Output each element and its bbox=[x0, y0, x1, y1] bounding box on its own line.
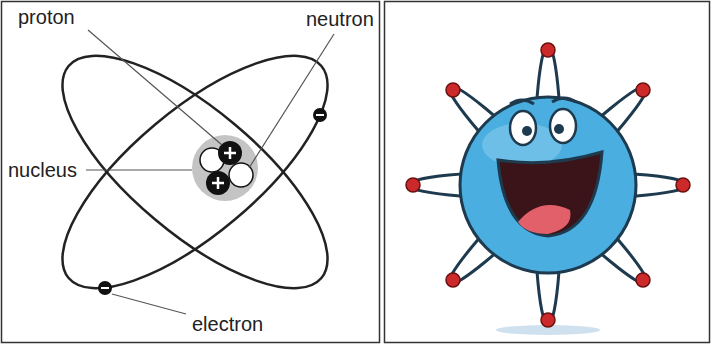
panel-frame bbox=[385, 2, 710, 343]
leader-line bbox=[88, 30, 222, 145]
part-label: neutron bbox=[304, 8, 376, 30]
proton-particle bbox=[206, 171, 230, 195]
cartoon-orbit bbox=[439, 76, 657, 294]
cartoon-orbit bbox=[439, 76, 657, 294]
electron-particle bbox=[313, 108, 327, 122]
leader-line bbox=[86, 169, 192, 170]
plus-sign bbox=[212, 147, 236, 189]
cartoon-electron bbox=[406, 43, 690, 327]
minus-sign bbox=[101, 287, 109, 289]
minus-sign bbox=[316, 114, 324, 116]
electron-particle bbox=[98, 281, 112, 295]
cartoon-face bbox=[498, 98, 602, 236]
panel-frame bbox=[2, 2, 380, 343]
part-label: nucleus bbox=[6, 159, 79, 181]
leader-line bbox=[112, 294, 186, 314]
part-label: electron bbox=[190, 313, 265, 335]
part-label: proton bbox=[16, 6, 77, 28]
cartoon-atom-body bbox=[460, 97, 636, 273]
leader-line bbox=[249, 34, 334, 168]
nucleus-shape bbox=[192, 135, 258, 201]
